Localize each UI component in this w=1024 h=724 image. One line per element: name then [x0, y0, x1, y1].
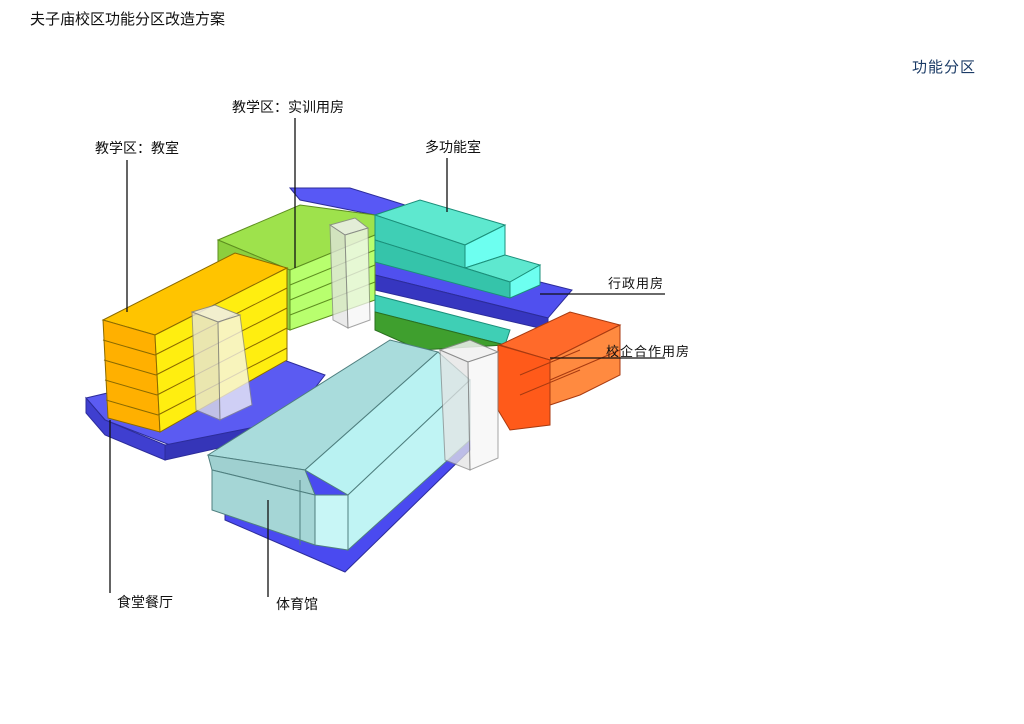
multi-function-block	[373, 199, 542, 351]
label-classroom: 教学区：教室	[95, 141, 179, 157]
leader-lines	[109, 118, 665, 597]
stair-core-3	[438, 339, 500, 471]
label-multi: 多功能室	[425, 140, 481, 156]
label-training: 教学区：实训用房	[232, 100, 344, 116]
stair-core-2	[328, 217, 371, 329]
label-gym: 体育馆	[276, 597, 318, 613]
enterprise-block	[497, 311, 622, 431]
section-title: 功能分区	[911, 58, 976, 76]
gym-block	[206, 339, 471, 573]
page-title: 夫子庙校区功能分区改造方案	[30, 10, 226, 28]
label-admin: 行政用房	[608, 277, 665, 292]
label-enterprise: 校企合作用房	[606, 345, 691, 360]
stair-core-1	[190, 304, 253, 421]
label-canteen: 食堂餐厅	[117, 595, 173, 611]
